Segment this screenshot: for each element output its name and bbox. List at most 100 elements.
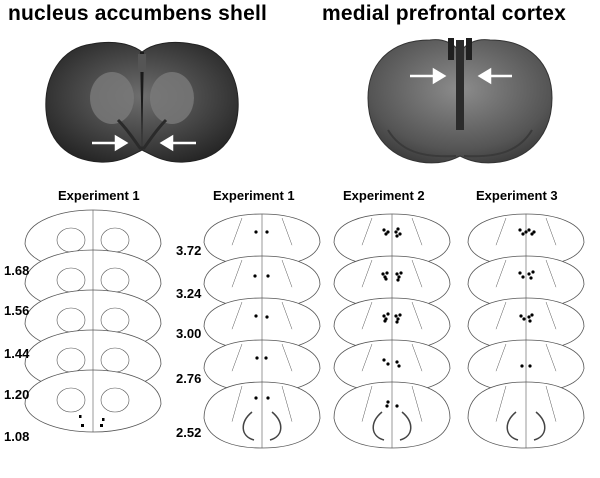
nac-level-label: 1.44 — [4, 346, 30, 361]
placement-mark — [385, 404, 389, 408]
nac-arrow-left — [92, 134, 129, 152]
placement-mark — [397, 275, 401, 279]
mpfc-section-ventricle — [533, 411, 546, 441]
mpfc-section-border — [281, 217, 293, 246]
placement-mark — [394, 314, 398, 318]
placement-mark — [254, 230, 258, 234]
placement-mark — [254, 314, 258, 318]
mpfc-level-label: 3.24 — [176, 286, 202, 301]
placement-mark — [386, 230, 390, 234]
placement-mark — [381, 272, 385, 276]
mpfc-section-border — [281, 343, 293, 372]
mpfc-section-border — [411, 385, 423, 422]
mpfc-section — [203, 297, 321, 351]
nac-level-label: 1.08 — [4, 429, 30, 444]
nac-level-label: 1.68 — [4, 263, 30, 278]
mpfc-section-border — [495, 301, 507, 330]
placement-mark — [521, 275, 525, 279]
nac-atlas-stack — [24, 209, 162, 433]
placement-mark — [382, 314, 386, 318]
mpfc-section-border — [545, 385, 557, 422]
mpfc-section-border — [411, 217, 423, 246]
placement-mark — [253, 274, 257, 278]
mpfc-section-border — [281, 385, 293, 422]
placement-mark — [531, 270, 535, 274]
nac-level-label: 1.20 — [4, 387, 30, 402]
mpfc-section-border — [361, 343, 373, 372]
mpfc-section-border — [411, 301, 423, 330]
mpfc-section-ventricle — [372, 411, 385, 441]
mpfc-section-border — [281, 259, 293, 288]
placement-mark — [81, 424, 84, 427]
placement-mark — [527, 272, 531, 276]
column-title-nac-exp1: Experiment 1 — [58, 188, 140, 203]
placement-mark — [264, 356, 268, 360]
mpfc-section-border — [545, 259, 557, 288]
placement-mark — [386, 312, 390, 316]
mpfc-level-label: 3.00 — [176, 326, 202, 341]
mpfc-level-label: 2.52 — [176, 425, 202, 440]
mpfc-section-border — [411, 343, 423, 372]
mpfc-section-ventricle — [269, 411, 282, 441]
placement-mark — [398, 313, 402, 317]
mpfc-section-border — [361, 217, 373, 246]
mpfc-section-border — [545, 343, 557, 372]
nac-section-ventricle — [100, 387, 130, 413]
mpfc-section-border — [281, 301, 293, 330]
placement-mark — [102, 418, 105, 421]
mpfc-section-border — [495, 217, 507, 246]
placement-mark — [530, 313, 534, 317]
placement-mark — [527, 228, 531, 232]
placement-mark — [530, 232, 534, 236]
placement-mark — [524, 230, 528, 234]
mpfc-level-label: 3.72 — [176, 243, 202, 258]
placement-mark — [266, 274, 270, 278]
placement-mark — [398, 232, 402, 236]
placement-mark — [395, 272, 399, 276]
mpfc-section — [203, 381, 321, 449]
placement-mark — [79, 415, 82, 418]
placement-mark — [519, 314, 523, 318]
mpfc-section-ventricle — [399, 411, 412, 441]
placement-mark — [518, 228, 522, 232]
nac-photo — [45, 41, 239, 163]
placement-mark — [384, 232, 388, 236]
column-title-mpfc-exp2: Experiment 2 — [343, 188, 425, 203]
column-title-mpfc-exp1: Experiment 1 — [213, 188, 295, 203]
mpfc-section-border — [231, 343, 243, 372]
nac-arrow-right — [159, 134, 196, 152]
placement-mark — [518, 271, 522, 275]
placement-mark — [382, 358, 386, 362]
placement-mark — [255, 356, 259, 360]
mpfc-section-border — [495, 259, 507, 288]
mpfc-section-border — [231, 259, 243, 288]
mpfc-section — [467, 213, 585, 267]
nac-section-ventricle — [56, 387, 86, 413]
mpfc-section-border — [231, 385, 243, 422]
mpfc-section-border — [545, 217, 557, 246]
placement-mark — [100, 424, 103, 427]
placement-mark — [529, 276, 533, 280]
mpfc-level-label: 2.76 — [176, 371, 202, 386]
placement-mark — [532, 230, 536, 234]
nac-striatum-left — [90, 72, 134, 124]
placement-mark — [396, 227, 400, 231]
mpfc-section-border — [411, 259, 423, 288]
column-title-mpfc-exp3: Experiment 3 — [476, 188, 558, 203]
placement-mark — [397, 364, 401, 368]
mpfc-section-border — [545, 301, 557, 330]
placement-mark — [521, 232, 525, 236]
placement-mark — [254, 396, 258, 400]
placement-mark — [520, 364, 524, 368]
placement-mark — [527, 315, 531, 319]
mpfc-arrow-left — [410, 67, 447, 85]
placement-mark — [382, 228, 386, 232]
placement-mark — [265, 230, 269, 234]
placement-mark — [265, 315, 269, 319]
placement-mark — [528, 364, 532, 368]
nac-level-label: 1.56 — [4, 303, 30, 318]
placement-mark — [266, 396, 270, 400]
nac-heading: nucleus accumbens shell — [8, 2, 268, 25]
mpfc-section — [203, 255, 321, 309]
placement-mark — [522, 317, 526, 321]
